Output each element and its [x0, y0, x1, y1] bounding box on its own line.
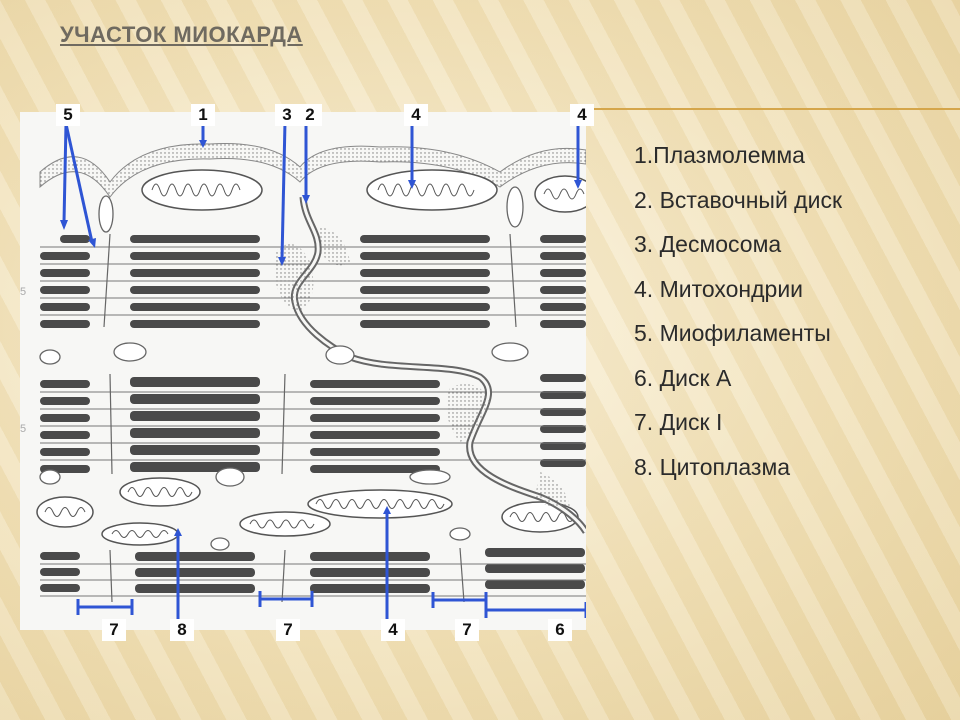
- accent-rule: [590, 108, 960, 110]
- plasmalemma: [39, 143, 586, 198]
- label-mitochondria-bottom: 4: [381, 619, 405, 641]
- legend-item-a-disc: 6. Диск А: [634, 364, 732, 391]
- myocardium-figure: 5 5: [20, 112, 586, 630]
- label-cytoplasm: 8: [170, 619, 194, 641]
- legend-item-myofilaments: 5. Миофиламенты: [634, 320, 831, 346]
- legend-item-i-disc: 7. Диск I: [634, 409, 723, 435]
- label-desmosome-top: 3: [275, 104, 299, 126]
- label-intercalated-disc-top: 2: [298, 104, 322, 126]
- cytoplasm-granules: [39, 186, 529, 551]
- side-label-upper: 5: [20, 286, 26, 298]
- myocardium-diagram: 5 5: [20, 121, 586, 622]
- label-myofilaments-top: 5: [56, 104, 80, 126]
- label-a-disc: 6: [548, 619, 572, 641]
- label-mitochondria-top: 4: [404, 104, 428, 126]
- myofilaments-lower: [40, 548, 585, 593]
- arrow-heads: [60, 140, 582, 536]
- myofilaments-middle: [40, 374, 586, 473]
- legend-item-intercalated-disc: 2. Вставочный диск: [634, 186, 843, 213]
- label-mitochondria-top-right: 4: [570, 104, 594, 126]
- label-plasmalemma-top: 1: [191, 104, 215, 126]
- slide-title: УЧАСТОК МИОКАРДА: [60, 22, 303, 47]
- pointer-arrows: [62, 121, 586, 622]
- myofilaments-upper: [40, 235, 586, 328]
- side-label-lower: 5: [20, 423, 26, 435]
- label-i-disc-1: 7: [102, 619, 126, 641]
- legend-item-mitochondria: 4. Митохондрии: [634, 275, 804, 302]
- legend-item-cytoplasm: 8. Цитоплазма: [634, 453, 791, 480]
- legend-item-plasmalemma: 1.Плазмолемма: [634, 142, 805, 168]
- legend-list: 1.Плазмолемма 2. Вставочный диск 3. Десм…: [634, 140, 842, 496]
- legend-item-desmosome: 3. Десмосома: [634, 231, 782, 257]
- label-i-disc-3: 7: [455, 619, 479, 641]
- z-lines: [103, 233, 517, 603]
- label-i-disc-2: 7: [276, 619, 300, 641]
